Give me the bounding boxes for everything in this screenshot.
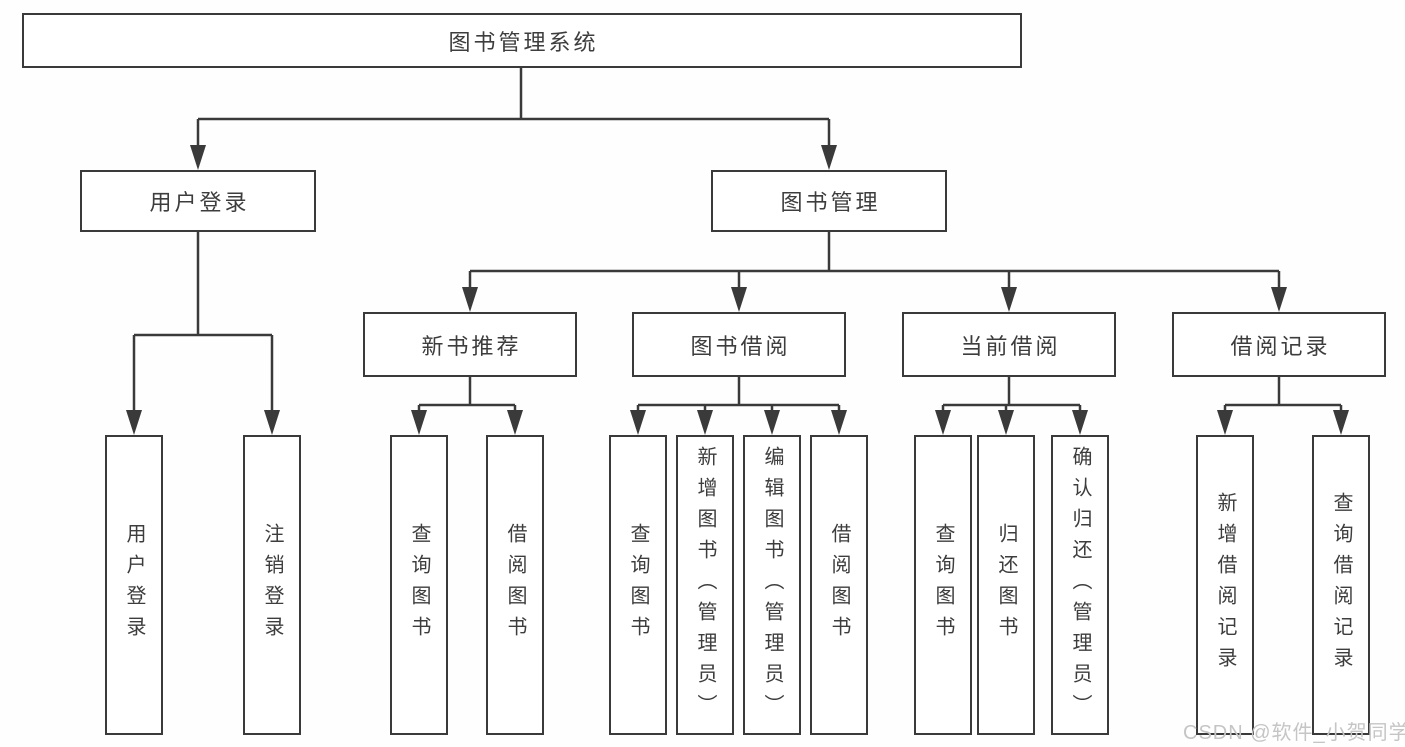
leaf-records-add-record: 新增借阅记录 [1196,435,1254,735]
leaf-borrowing-edit-books-admin-label: 编辑图书（管理员） [761,445,783,725]
leaf-logout: 注销登录 [243,435,301,735]
node-borrowing-records: 借阅记录 [1172,312,1386,377]
leaf-user-login-label: 用户登录 [123,523,145,647]
leaf-logout-label: 注销登录 [261,523,283,647]
node-current-borrowing-label: 当前借阅 [960,333,1061,359]
leaf-current-return-books: 归还图书 [977,435,1035,735]
node-root-system: 图书管理系统 [22,13,1022,68]
leaf-borrowing-borrow-books: 借阅图书 [810,435,868,735]
leaf-records-query-record: 查询借阅记录 [1312,435,1370,735]
node-new-book-recommend-label: 新书推荐 [421,333,522,359]
leaf-borrowing-borrow-books-label: 借阅图书 [828,523,850,647]
leaf-borrowing-query-books-label: 查询图书 [627,523,649,647]
leaf-recommend-query-books-label: 查询图书 [408,523,430,647]
node-user-login-branch-label: 用户登录 [149,190,250,215]
leaf-borrowing-add-books-admin: 新增图书（管理员） [676,435,734,735]
node-new-book-recommend: 新书推荐 [363,312,577,377]
leaf-user-login: 用户登录 [105,435,163,735]
leaf-current-confirm-return-admin: 确认归还（管理员） [1051,435,1109,735]
leaf-recommend-query-books: 查询图书 [390,435,448,735]
node-borrowing-records-label: 借阅记录 [1230,333,1331,359]
node-book-management-branch-label: 图书管理 [780,190,881,215]
leaf-records-query-record-label: 查询借阅记录 [1330,492,1352,678]
leaf-current-confirm-return-admin-label: 确认归还（管理员） [1069,445,1091,725]
leaf-recommend-borrow-books: 借阅图书 [486,435,544,735]
node-book-borrowing: 图书借阅 [632,312,846,377]
leaf-records-add-record-label: 新增借阅记录 [1214,492,1236,678]
leaf-current-query-books: 查询图书 [914,435,972,735]
leaf-recommend-borrow-books-label: 借阅图书 [504,523,526,647]
node-current-borrowing: 当前借阅 [902,312,1116,377]
csdn-watermark: CSDN @软件_小贺同学 [1183,722,1405,744]
leaf-borrowing-edit-books-admin: 编辑图书（管理员） [743,435,801,735]
leaf-current-query-books-label: 查询图书 [932,523,954,647]
leaf-borrowing-add-books-admin-label: 新增图书（管理员） [694,445,716,725]
leaf-current-return-books-label: 归还图书 [995,523,1017,647]
node-user-login-branch: 用户登录 [80,170,316,232]
node-book-management-branch: 图书管理 [711,170,947,232]
node-root-system-label: 图书管理系统 [448,29,599,55]
arrowheads [126,145,1349,435]
leaf-borrowing-query-books: 查询图书 [609,435,667,735]
node-book-borrowing-label: 图书借阅 [690,333,791,359]
